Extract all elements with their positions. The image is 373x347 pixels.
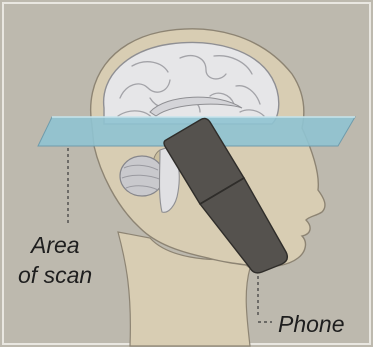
area-of-scan-label-line2: of scan xyxy=(18,262,92,288)
cerebellum xyxy=(120,156,164,196)
area-of-scan-label-line1: Area xyxy=(31,232,80,258)
phone-label: Phone xyxy=(278,311,345,337)
